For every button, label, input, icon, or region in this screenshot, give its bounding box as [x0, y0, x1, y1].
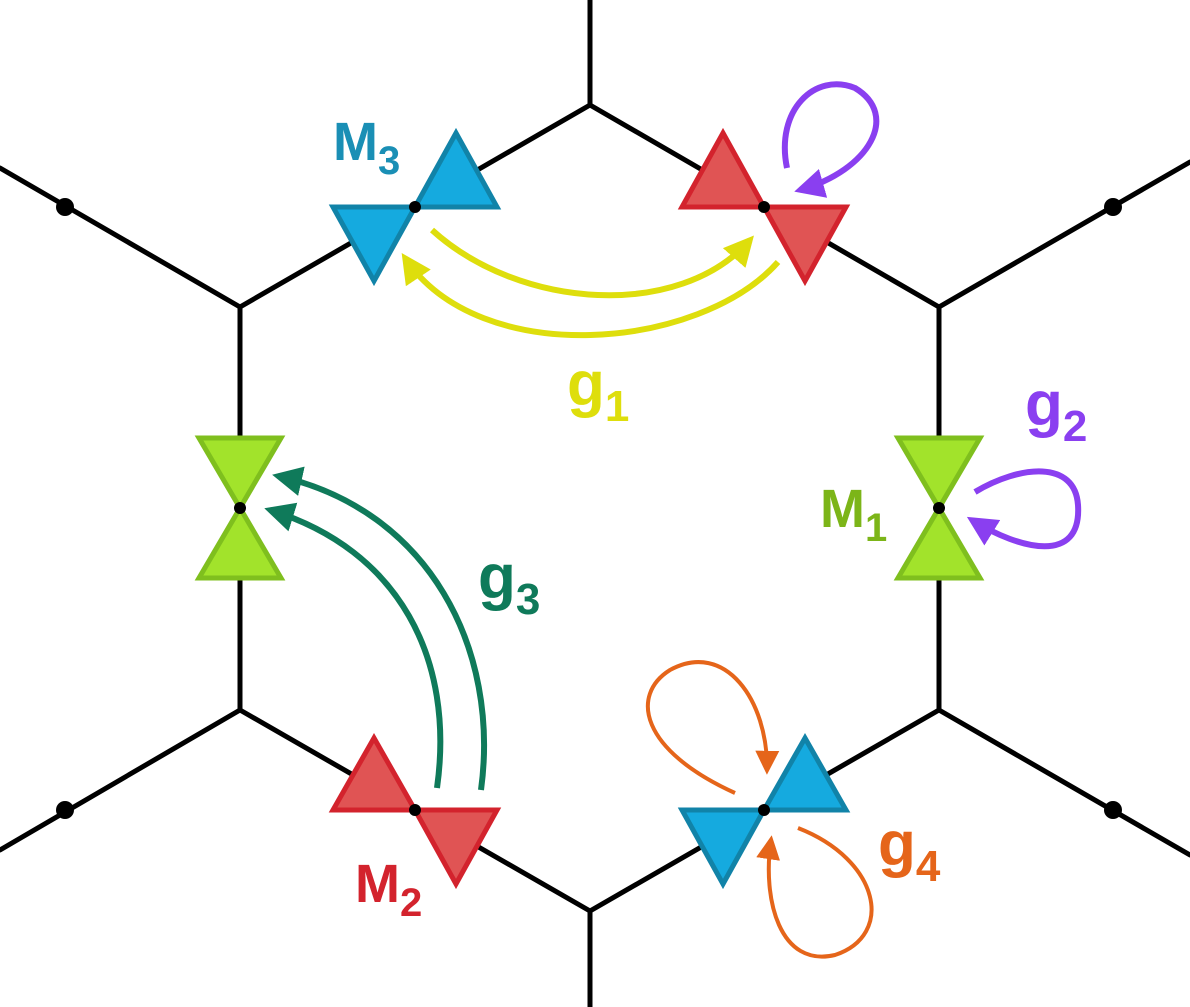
- loop-arrow-icon: [756, 826, 874, 959]
- lattice-edge: [0, 165, 243, 310]
- vertex-dot: [758, 804, 770, 816]
- vertex-dot: [409, 201, 421, 213]
- cone-upper-triangle: [194, 435, 286, 513]
- loop-arrow-icon: [645, 660, 780, 795]
- cone-upper-triangle: [677, 127, 769, 210]
- dirac-cone-icon: [194, 435, 286, 581]
- lattice-dot: [1104, 198, 1122, 216]
- label-g4: g4: [878, 810, 941, 891]
- vertex-dot: [933, 502, 945, 514]
- label-m1: M1: [820, 479, 887, 550]
- cone-lower-triangle: [677, 807, 769, 890]
- cone-upper-triangle: [328, 732, 420, 813]
- loop-arrow-icon: [781, 81, 880, 198]
- lattice-dot: [56, 801, 74, 819]
- dirac-cone-icon: [328, 127, 502, 287]
- g3-arrows: [264, 466, 487, 791]
- lattice-edge: [936, 707, 1190, 858]
- vertex-dot: [758, 201, 770, 213]
- label-g3: g3: [478, 543, 540, 624]
- label-g2: g2: [1025, 370, 1087, 451]
- dirac-cone-icon: [893, 435, 985, 581]
- cone-lower-triangle: [328, 204, 420, 287]
- dirac-cone-icon: [328, 732, 502, 890]
- lattice-dot: [56, 198, 74, 216]
- vertex-dot: [234, 502, 246, 514]
- arc-arrow-icon: [264, 502, 444, 789]
- arc-arrow-icon: [401, 253, 781, 338]
- arc-arrow-icon: [272, 466, 487, 791]
- vertex-dot: [409, 804, 421, 816]
- cone-lower-triangle: [893, 503, 985, 581]
- lattice-edge: [936, 159, 1190, 310]
- cone-lower-triangle: [410, 807, 502, 890]
- lattice-dot: [1104, 801, 1122, 819]
- dirac-cone-icon: [677, 127, 851, 287]
- arc-arrow-icon: [429, 227, 754, 299]
- lattice-dots: [56, 198, 1122, 819]
- g4-arrows: [645, 660, 874, 959]
- label-g1: g1: [567, 350, 629, 431]
- label-m3: M3: [333, 112, 400, 183]
- cone-upper-triangle: [759, 732, 851, 813]
- g2-arrows: [781, 81, 1082, 550]
- cone-upper-triangle: [893, 435, 985, 513]
- cone-upper-triangle: [410, 127, 502, 210]
- dirac-cone-icon: [677, 732, 851, 890]
- cone-lower-triangle: [759, 204, 851, 287]
- lattice-edge: [0, 707, 243, 853]
- label-m2: M2: [355, 854, 422, 925]
- cone-lower-triangle: [194, 503, 286, 581]
- loop-arrow-icon: [966, 468, 1082, 550]
- g1-arrows: [401, 227, 781, 338]
